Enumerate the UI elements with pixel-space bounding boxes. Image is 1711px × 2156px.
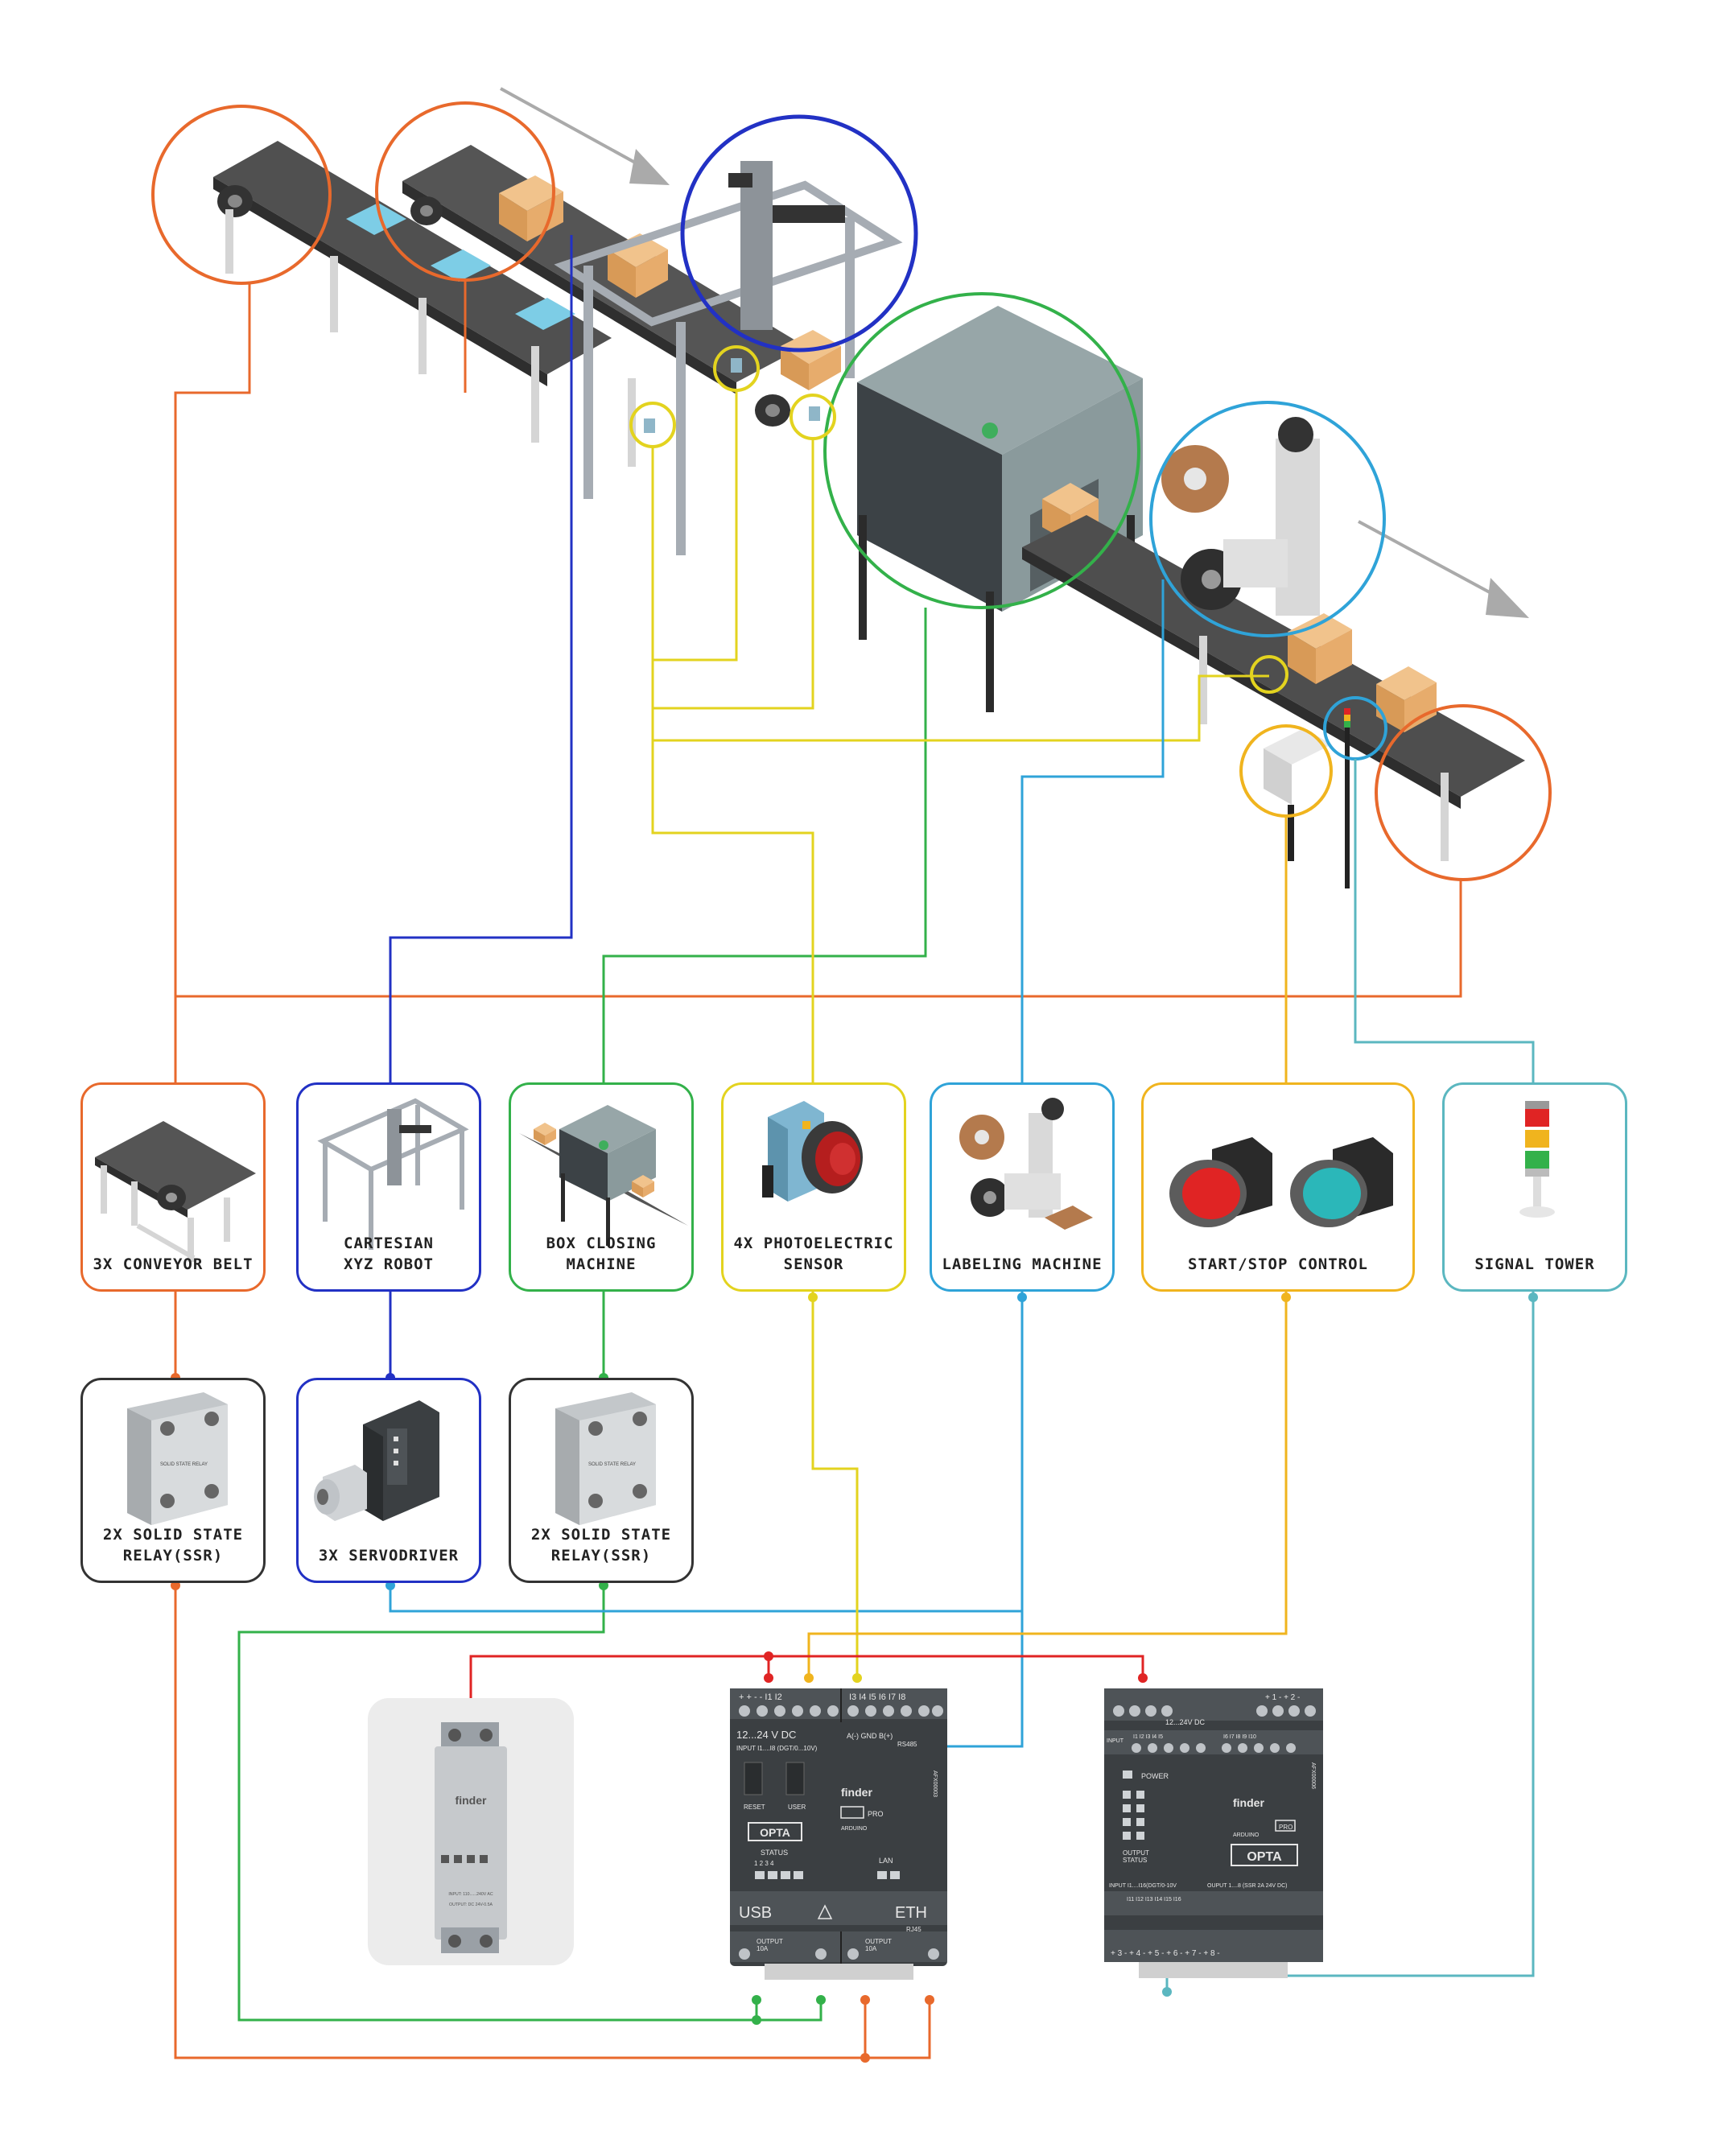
card-ssr-box-closing: SOLID STATE RELAY 2X SOLID STATE RELAY(S…	[509, 1378, 694, 1583]
production-line-illustration	[151, 87, 1552, 888]
signal-tower-on-line	[1344, 708, 1350, 888]
cartesian-robot-frame	[554, 161, 903, 555]
opta-terminals-left: + + - - I1 I2	[739, 1692, 782, 1702]
card-ssr-conveyor: SOLID STATE RELAY 2X SOLID STATE RELAY(S…	[80, 1378, 266, 1583]
opta-reset-button[interactable]	[744, 1762, 763, 1795]
psu-output-spec: OUTPUT: DC 24V-0.5A	[449, 1902, 493, 1907]
expansion-bottom-pins: I11 I12 I13 I14 I15 I16	[1127, 1897, 1181, 1902]
card-servo-driver: 3X SERVODRIVER	[296, 1378, 481, 1583]
opta-pro-badge: PRO	[868, 1810, 884, 1818]
expansion-input-label: INPUT	[1107, 1738, 1124, 1744]
control-box	[1264, 728, 1332, 861]
expansion-arduino: ARDUINO	[1233, 1832, 1260, 1838]
card-label: 3X CONVEYOR BELT	[93, 1255, 254, 1273]
card-label: 2X SOLID STATE RELAY(SSR)	[530, 1526, 672, 1564]
expansion-name: OPTA	[1247, 1850, 1282, 1864]
expansion-brand: finder	[1233, 1796, 1264, 1809]
psu-brand: finder	[456, 1794, 487, 1807]
photoelectric-sensor-icon	[762, 1101, 863, 1202]
opta-expansion-module: 12...24V DC + 1 - + 2 - INPUT I1 I2 I3 I…	[1104, 1688, 1323, 1978]
ssr-label-text: SOLID STATE RELAY	[588, 1462, 636, 1467]
opta-user-label: USER	[788, 1804, 806, 1811]
card-label: 2X SOLID STATE RELAY(SSR)	[102, 1526, 244, 1564]
conveyor-belt-upper	[213, 141, 612, 443]
card-signal-tower: SIGNAL TOWER	[1442, 1082, 1627, 1292]
signal-tower-icon	[1519, 1101, 1555, 1218]
card-labeling-machine: LABELING MACHINE	[930, 1082, 1115, 1292]
box-closing-machine	[857, 306, 1143, 712]
card-label: CARTESIAN XYZ ROBOT	[344, 1235, 434, 1273]
opta-lan-label: LAN	[879, 1857, 893, 1865]
expansion-power-label: POWER	[1141, 1772, 1169, 1780]
warning-icon	[817, 1904, 833, 1919]
flow-direction-arrow-top	[500, 87, 670, 185]
servo-driver-icon	[314, 1400, 439, 1521]
highlight-sensor-4	[1250, 655, 1288, 694]
cartesian-robot-icon	[317, 1098, 469, 1250]
solid-state-relay-icon: SOLID STATE RELAY	[127, 1392, 228, 1525]
card-label: 3X SERVODRIVER	[318, 1547, 460, 1564]
opta-controller: + + - - I1 I2 I3 I4 I5 I6 I7 I8 12...24 …	[730, 1688, 947, 1980]
opta-top-terminal-screws	[739, 1705, 943, 1717]
card-label: BOX CLOSING MACHINE	[546, 1235, 657, 1273]
opta-supply-voltage: 12...24 V DC	[736, 1729, 796, 1741]
opta-name: OPTA	[760, 1826, 790, 1839]
box-closing-machine-icon	[519, 1105, 688, 1246]
wiring-top	[174, 235, 1535, 1082]
card-label: SIGNAL TOWER	[1474, 1255, 1595, 1273]
carton-boxes	[499, 175, 841, 390]
expansion-bottom-left-spec: INPUT I1....I16(DGT/0-10V	[1109, 1883, 1177, 1889]
opta-status-label: STATUS	[761, 1849, 788, 1857]
expansion-input-pins: I1 I2 I3 I4 I5	[1133, 1734, 1163, 1740]
card-start-stop-control: START/STOP CONTROL	[1141, 1082, 1415, 1292]
solid-state-relay-icon: SOLID STATE RELAY	[555, 1392, 656, 1525]
highlight-robot	[680, 114, 918, 352]
opta-input-spec: INPUT I1....I8 (DGT/0...10V)	[736, 1745, 818, 1752]
labeling-machine-icon	[959, 1098, 1093, 1230]
opta-rs485-pins: A(-) GND B(+)	[847, 1732, 893, 1740]
expansion-input-pins-2: I6 I7 I8 I9 I10	[1223, 1734, 1256, 1740]
card-box-closing-machine: BOX CLOSING MACHINE	[509, 1082, 694, 1292]
opta-arduino-label: ARDUINO	[841, 1826, 868, 1832]
expansion-pro-badge: PRO	[1279, 1824, 1293, 1831]
power-supply-unit: finder INPUT: 110......240V AC OUTPUT: D…	[368, 1698, 574, 1965]
highlight-box-closing	[823, 292, 1140, 609]
opta-usb-port-label: USB	[739, 1904, 772, 1922]
highlight-conveyor-1	[151, 105, 332, 285]
card-cartesian-robot: CARTESIAN XYZ ROBOT	[296, 1082, 481, 1292]
card-label: LABELING MACHINE	[942, 1255, 1103, 1273]
card-label: 4X PHOTOELECTRIC SENSOR	[733, 1235, 894, 1273]
start-stop-buttons-icon	[1169, 1137, 1393, 1227]
expansion-bottom-right-spec: OUPUT 1....8 (SSR 2A 24V DC)	[1207, 1883, 1287, 1889]
opta-user-button[interactable]	[785, 1762, 805, 1795]
expansion-top-right-terminals: + 1 - + 2 -	[1265, 1693, 1300, 1702]
highlight-conveyor-3	[1375, 704, 1552, 881]
opta-status-numbers: 1 2 3 4	[754, 1860, 774, 1867]
highlight-labeling	[1149, 401, 1386, 637]
expansion-serial: AFX00006	[1310, 1762, 1316, 1789]
labeling-machine	[1161, 417, 1320, 616]
opta-eth-port-label: ETH	[895, 1904, 927, 1922]
card-label: START/STOP CONTROL	[1188, 1255, 1368, 1273]
card-conveyor-belt: 3X CONVEYOR BELT	[80, 1082, 266, 1292]
opta-serial: AFX00003	[932, 1771, 938, 1797]
conveyor-belt-icon	[95, 1121, 256, 1262]
ssr-label-text: SOLID STATE RELAY	[160, 1462, 208, 1467]
expansion-supply: 12...24V DC	[1165, 1718, 1206, 1726]
opta-reset-label: RESET	[744, 1804, 765, 1811]
opta-rs485-label: RS485	[897, 1741, 917, 1748]
opta-rj45-label: RJ45	[906, 1926, 921, 1933]
opta-brand: finder	[841, 1786, 872, 1799]
expansion-bottom-terminals: + 3 - + 4 - + 5 - + 6 - + 7 - + 8 -	[1111, 1949, 1220, 1958]
opta-terminals-right: I3 I4 I5 I6 I7 I8	[849, 1692, 905, 1702]
psu-input-spec: INPUT: 110......240V AC	[448, 1892, 493, 1897]
card-photoelectric-sensor: 4X PHOTOELECTRIC SENSOR	[721, 1082, 906, 1292]
wiring-bottom	[174, 1292, 1535, 2059]
